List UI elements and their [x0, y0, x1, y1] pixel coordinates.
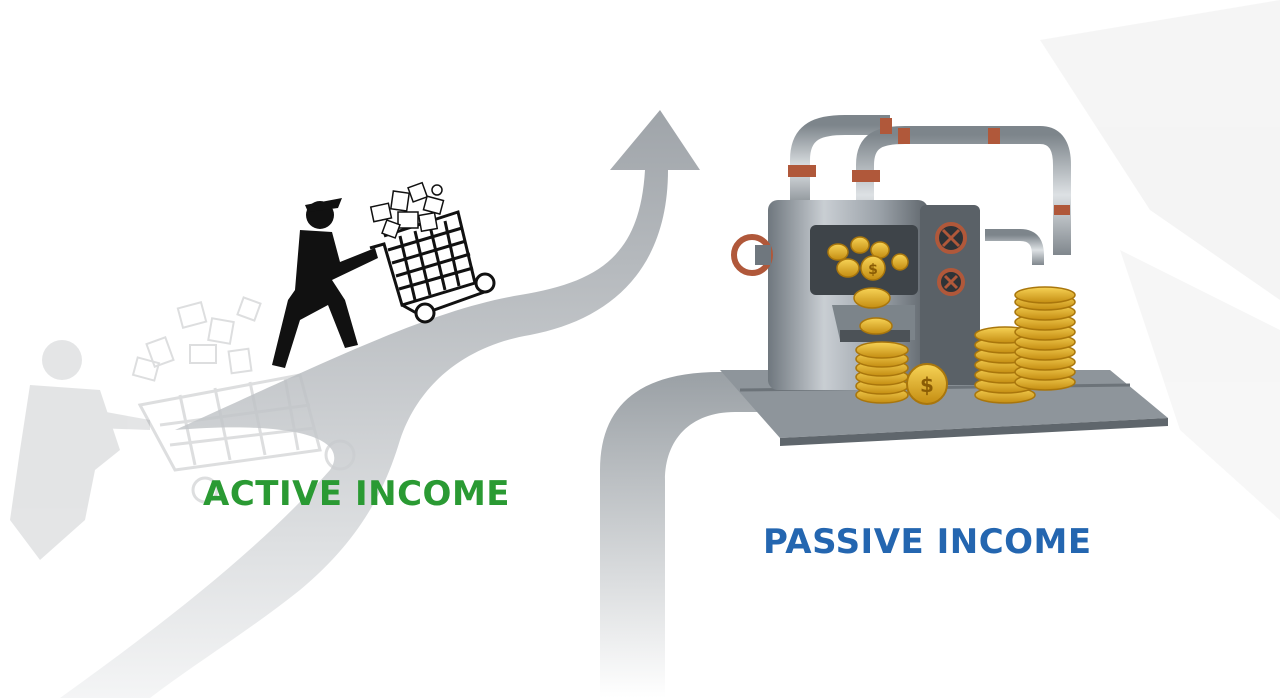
road-arrow — [60, 110, 700, 698]
ghost-person-icon — [10, 340, 150, 560]
person-pushing-cart-icon — [272, 181, 496, 368]
pipe-joint-4 — [1054, 205, 1070, 215]
cart-items — [369, 181, 445, 239]
window-coins — [827, 236, 909, 335]
pipe-joint-6 — [852, 170, 880, 182]
pipe-joint-1 — [880, 118, 892, 134]
dollar-coin-window-icon: $ — [868, 262, 878, 278]
pipe-joint-5 — [788, 165, 816, 177]
pipe-joint-3 — [988, 128, 1000, 144]
svg-text:$: $ — [868, 262, 878, 278]
dollar-coin-icon: $ — [906, 363, 948, 405]
pipe-joint-2 — [898, 128, 910, 144]
coin-stack-icon — [855, 286, 1076, 404]
shopping-cart-icon — [369, 210, 496, 324]
passive-income-label: PASSIVE INCOME — [763, 522, 1092, 562]
active-income-label: ACTIVE INCOME — [203, 474, 511, 514]
road-to-platform — [600, 372, 760, 698]
person-icon — [272, 198, 378, 368]
ghost-items — [131, 296, 262, 382]
svg-text:$: $ — [920, 373, 934, 397]
background-shapes — [1040, 0, 1280, 520]
